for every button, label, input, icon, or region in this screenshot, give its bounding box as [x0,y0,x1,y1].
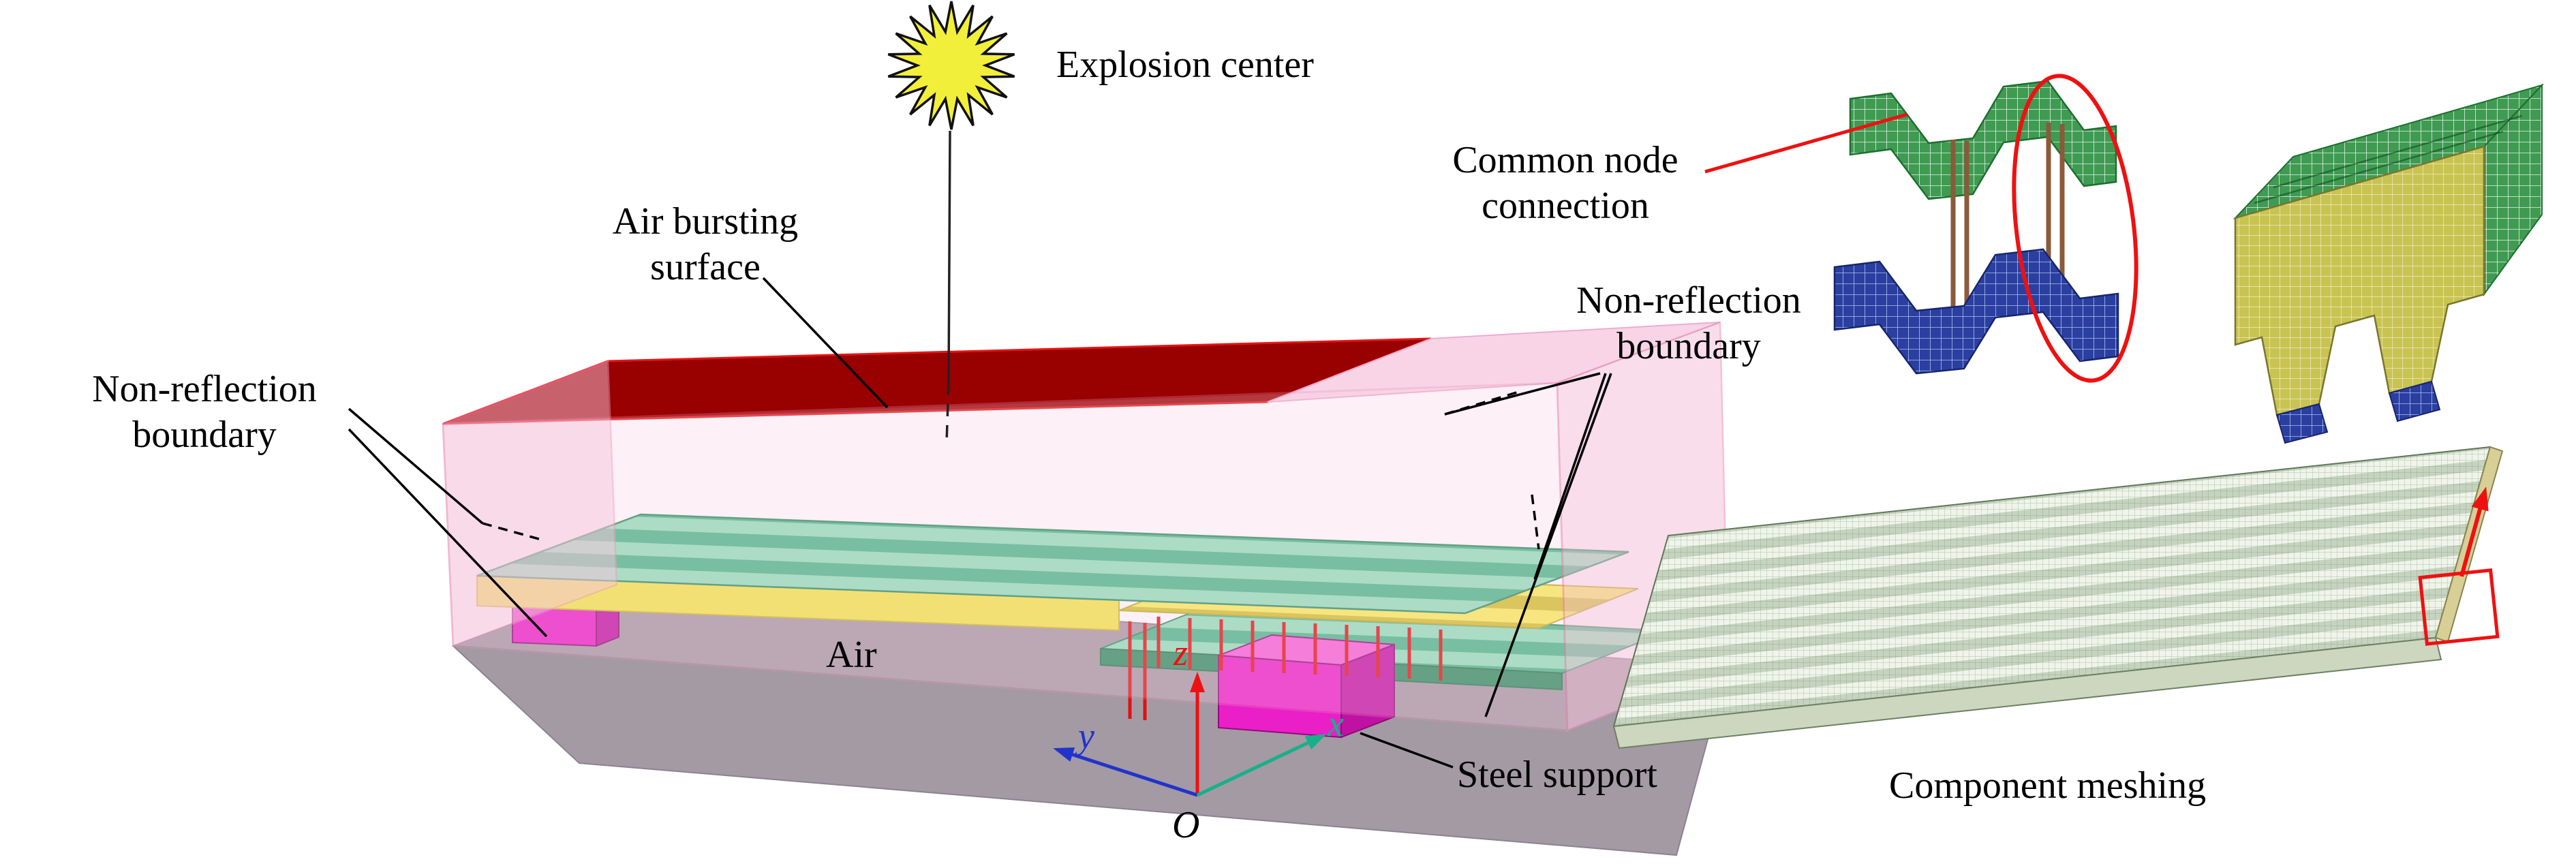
nrb-right-hidden-edge-2 [1531,494,1540,550]
label-steel-support: Steel support [1457,754,1657,796]
label-non-reflection-left: Non-reflection boundary [92,368,317,457]
cross-section-blue-2 [2275,403,2329,444]
label-air-bursting-surface: Air bursting surface [612,200,799,289]
cross-section-detail [2233,83,2545,444]
component-meshing-panel [1612,446,2504,749]
axis-y-line [1053,747,1198,797]
label-non-reflection-right: Non-reflection boundary [1576,279,1801,368]
steel-support-pointer [1360,732,1454,769]
steel-support-right [1218,634,1395,739]
cross-section-yellow-face [2234,145,2485,416]
mesh-bottom-blue [1833,248,2119,375]
explosion-star [887,1,1015,130]
axis-y-label: y [1078,715,1094,756]
label-component-meshing: Component meshing [1889,764,2207,807]
nrb-left-hidden-edge [482,522,545,542]
label-common-node-connection: Common node connection [1452,139,1678,228]
axis-x-label: x [1328,703,1344,744]
cross-section-blue-1 [2388,380,2441,422]
label-explosion-center: Explosion center [1056,44,1314,86]
nrb-left-pointer-1 [348,407,484,525]
highlight-ellipse [2012,74,2138,383]
air-box-front-face [442,382,1569,732]
mesh-top-green [1849,80,2117,200]
coordinate-axes [1053,672,1327,797]
axis-x-line [1196,734,1327,797]
nrb-right-hidden-edge-1 [1444,390,1522,416]
explosion-centerline [945,130,951,444]
zoom-rect [2418,568,2500,646]
panel-front-face [1612,636,2442,749]
nrb-right-pointer-3 [1484,373,1612,717]
nrb-right-pointer-2 [1533,373,1607,580]
common-node-pointer [1704,112,1907,174]
bolt-lines [1128,617,1443,720]
axis-z-label: z [1174,632,1189,673]
zoom-arrow [2459,486,2489,577]
common-node-detail [1704,74,2138,383]
air-bursting-pointer [762,277,889,409]
panel-ridges [1614,447,2490,726]
label-air: Air [826,634,877,676]
nrb-left-pointer-2 [348,428,548,638]
axis-origin-label: O [1172,804,1200,846]
nrb-right-pointer-1 [1444,372,1601,416]
